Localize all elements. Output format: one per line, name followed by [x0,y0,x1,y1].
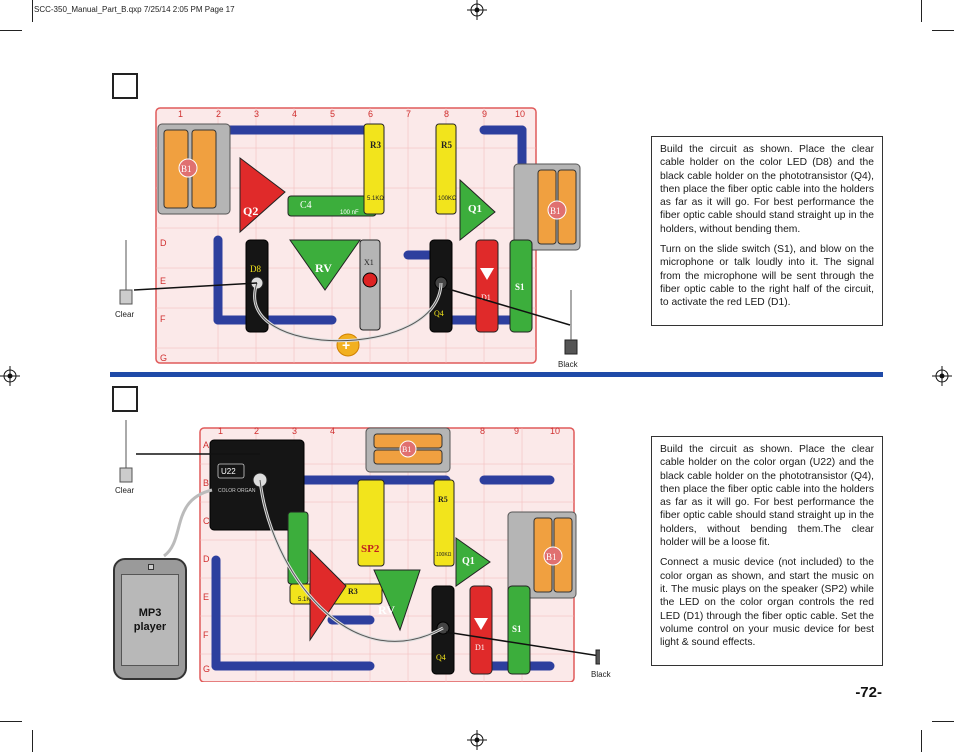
row-label: B [203,478,209,488]
battery-label: B1 [546,552,557,562]
registration-mark-icon [467,730,487,750]
project2-instructions: Build the circuit as shown. Place the cl… [651,436,883,666]
part-label: R5 [441,140,452,150]
column-label: 2 [254,426,259,436]
part-label: Q2 [243,204,258,218]
part-label: D8 [250,264,261,274]
row-label: G [203,664,210,674]
instruction-paragraph: Turn on the slide switch (S1), and blow … [660,244,874,309]
part-type: COLOR ORGAN [218,488,256,494]
row-label: F [160,314,166,324]
project1-circuit-diagram: 1 2 3 4 5 6 7 8 9 10 C D E F G B1 Q2 C4 … [119,107,581,364]
part-label: D1 [475,643,485,652]
part-value: 5.1KΩ [367,196,384,202]
part-label: Q4 [436,653,446,662]
microphone-icon [362,272,378,288]
column-label: 7 [406,109,411,119]
column-label: 9 [482,109,487,119]
mp3-player-label: MP3 player [121,574,179,666]
column-label: 3 [292,426,297,436]
row-label: D [203,554,210,564]
column-label: 1 [178,109,183,119]
row-label: A [203,440,209,450]
project-number-box [112,386,138,412]
column-label: 8 [444,109,449,119]
mp3-player: MP3 player [113,558,187,680]
part-label: RV [315,261,332,275]
crop-mark [0,30,22,31]
row-label: E [160,276,166,286]
svg-text:+: + [342,337,350,353]
instruction-paragraph: Build the circuit as shown. Place the cl… [660,444,874,549]
part-label: Q1 [462,556,475,567]
row-label: G [160,353,167,363]
column-label: 5 [330,109,335,119]
part-value: 5.1KΩ [298,597,315,603]
crop-mark [932,30,954,31]
column-label: 8 [480,426,485,436]
black-holder-label: Black [591,670,611,679]
crop-mark [32,0,33,22]
crop-mark [921,730,922,752]
part-label: S1 [512,624,522,634]
battery-label: B1 [550,206,561,216]
clear-holder-label: Clear [115,310,135,319]
part-label: SP2 [361,543,380,555]
crop-mark [32,730,33,752]
project2-circuit-diagram: 1 2 3 4 5 6 7 8 9 10 A B C D E F G U22 C… [119,420,600,682]
part-label: RV [378,603,395,617]
registration-mark-icon [467,0,487,20]
black-holder-label: Black [558,360,578,369]
part-label: U22 [221,467,236,476]
row-label: D [160,238,167,248]
column-label: 10 [550,426,560,436]
column-label: 6 [368,109,373,119]
battery-label: B1 [181,164,192,174]
crop-mark [932,721,954,722]
registration-mark-icon [932,366,952,386]
part-label: R5 [438,495,448,504]
column-label: 9 [514,426,519,436]
instruction-paragraph: Build the circuit as shown. Place the cl… [660,144,874,235]
project-number-box [112,73,138,99]
row-label: E [203,592,209,602]
registration-mark-icon [0,366,20,386]
section-divider [110,372,883,377]
part-label: S1 [515,282,525,292]
row-label: F [203,630,209,640]
crop-mark [0,721,22,722]
part-label: X1 [364,258,374,267]
instruction-paragraph: Connect a music device (not included) to… [660,557,874,649]
audio-cable [163,488,213,558]
part-value: 100 nF [340,210,359,216]
part-label: D1 [481,293,491,302]
part-value: 100KΩ [438,196,457,202]
print-header: SCC-350_Manual_Part_B.qxp 7/25/14 2:05 P… [34,5,235,14]
column-label: 10 [515,109,525,119]
column-label: 1 [218,426,223,436]
part-label: Q4 [434,309,444,318]
part-label: Q1 [468,203,482,215]
column-label: 3 [254,109,259,119]
crop-mark [921,0,922,22]
column-label: 2 [216,109,221,119]
part-label: C4 [300,200,312,211]
row-label: C [203,516,210,526]
project1-instructions: Build the circuit as shown. Place the cl… [651,136,883,326]
column-label: 4 [330,426,335,436]
column-label: 4 [292,109,297,119]
battery-label: B1 [402,445,411,454]
part-label: R3 [370,140,381,150]
camera-icon [148,564,154,570]
clear-holder-label: Clear [115,486,135,495]
part-value: 100KΩ [436,552,452,558]
page-number: -72- [855,684,882,701]
part-label: R3 [348,587,358,596]
